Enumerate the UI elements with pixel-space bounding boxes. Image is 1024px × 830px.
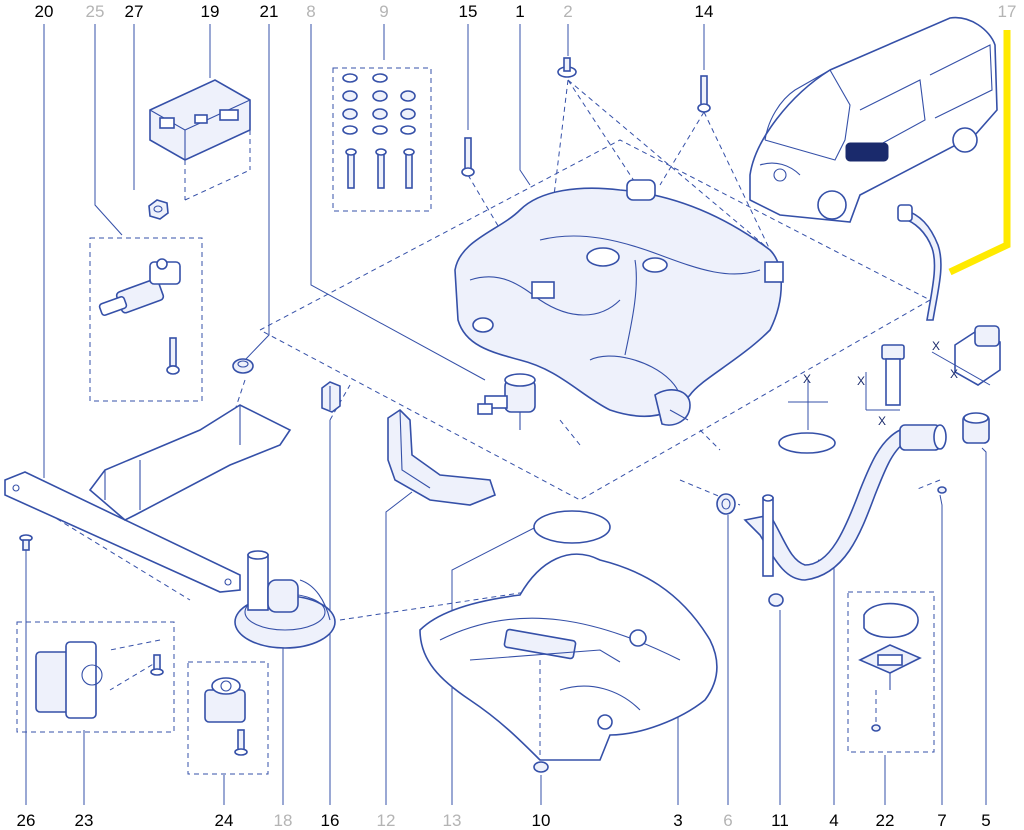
part-12-heat-shield[interactable] (387, 408, 496, 506)
callout-1[interactable]: 1 (515, 2, 524, 21)
callout-2[interactable]: 2 (563, 2, 572, 21)
part-3-tank-tray[interactable] (419, 553, 718, 761)
callout-12[interactable]: 12 (377, 811, 396, 830)
part-5-filler-neck[interactable] (899, 412, 990, 451)
callout-3[interactable]: 3 (673, 811, 682, 830)
dimension-detail-bolt: X X (857, 344, 905, 428)
callout-16[interactable]: 16 (321, 811, 340, 830)
callout-15[interactable]: 15 (459, 2, 478, 21)
callout-21[interactable]: 21 (260, 2, 279, 21)
part-25-sensor[interactable] (98, 258, 181, 375)
callout-20[interactable]: 20 (35, 2, 54, 21)
part-20-cross-member[interactable] (4, 404, 292, 593)
part-23-pump-motor[interactable] (35, 641, 164, 719)
dim-mark-x1: X (857, 374, 865, 388)
part-8-valve[interactable] (477, 373, 536, 430)
highlighted-area (845, 142, 889, 162)
group-box-23 (16, 621, 175, 733)
callout-17[interactable]: 17 (998, 2, 1017, 21)
part-vent-hose[interactable] (897, 204, 942, 321)
group-box-9 (332, 67, 432, 212)
callout-5[interactable]: 5 (981, 811, 990, 830)
part-26-screw[interactable] (19, 534, 33, 551)
group-box-25 (89, 237, 203, 402)
part-15-bolt[interactable] (461, 137, 475, 177)
part-24-level-sender[interactable] (204, 677, 248, 756)
callout-24[interactable]: 24 (215, 811, 234, 830)
part-22-seal-kit[interactable] (858, 602, 922, 732)
callout-27[interactable]: 27 (125, 2, 144, 21)
group-box-22 (847, 591, 935, 753)
part-10-clip[interactable] (533, 761, 549, 773)
callout-19[interactable]: 19 (201, 2, 220, 21)
callout-23[interactable]: 23 (75, 811, 94, 830)
callout-11[interactable]: 11 (771, 811, 789, 830)
callout-6[interactable]: 6 (723, 811, 732, 830)
kit-grommets (342, 73, 416, 135)
bottom-callouts: 26 23 24 18 16 12 13 10 3 6 11 4 22 7 5 (17, 811, 991, 830)
callout-9[interactable]: 9 (379, 2, 388, 21)
part-7-screw[interactable] (937, 486, 947, 494)
callout-4[interactable]: 4 (829, 811, 838, 830)
part-4-filler-pipe[interactable] (743, 428, 910, 581)
dim-mark-x3: X (803, 372, 811, 386)
part-9-fastener-kit[interactable] (342, 73, 416, 189)
top-callouts: 20 25 27 19 21 8 9 15 1 2 14 17 (35, 2, 1017, 21)
part-19-control-unit[interactable] (149, 79, 251, 201)
kit-bolts (345, 148, 415, 189)
part-6-grommet[interactable] (716, 493, 736, 515)
part-21-grommet[interactable] (232, 358, 254, 374)
dim-mark-x2: X (878, 414, 886, 428)
dimension-detail-sensor: X X (931, 325, 1001, 386)
part-2-screw[interactable] (557, 57, 577, 78)
callout-7[interactable]: 7 (937, 811, 946, 830)
group-box-24 (187, 661, 269, 775)
part-16-nut[interactable] (321, 381, 341, 413)
dim-mark-x4: X (950, 367, 958, 381)
callout-18[interactable]: 18 (274, 811, 293, 830)
callout-8[interactable]: 8 (306, 2, 315, 21)
part-17-vehicle-reference (749, 16, 998, 223)
dim-mark-x5: X (932, 339, 940, 353)
part-27-nut[interactable] (148, 199, 169, 220)
dimension-detail-bracket: X (778, 372, 836, 454)
part-1-fuel-tank[interactable] (454, 179, 784, 426)
callout-13[interactable]: 13 (443, 811, 462, 830)
callout-10[interactable]: 10 (532, 811, 551, 830)
part-11-clip[interactable] (768, 593, 784, 607)
part-14-bolt[interactable] (697, 75, 711, 113)
part-13-o-ring[interactable] (533, 510, 611, 544)
callout-22[interactable]: 22 (876, 811, 895, 830)
part-18-fuel-pump[interactable] (234, 550, 336, 649)
callout-25[interactable]: 25 (86, 2, 105, 21)
callout-26[interactable]: 26 (17, 811, 36, 830)
highlight-line (948, 30, 1011, 276)
callout-14[interactable]: 14 (695, 2, 714, 21)
